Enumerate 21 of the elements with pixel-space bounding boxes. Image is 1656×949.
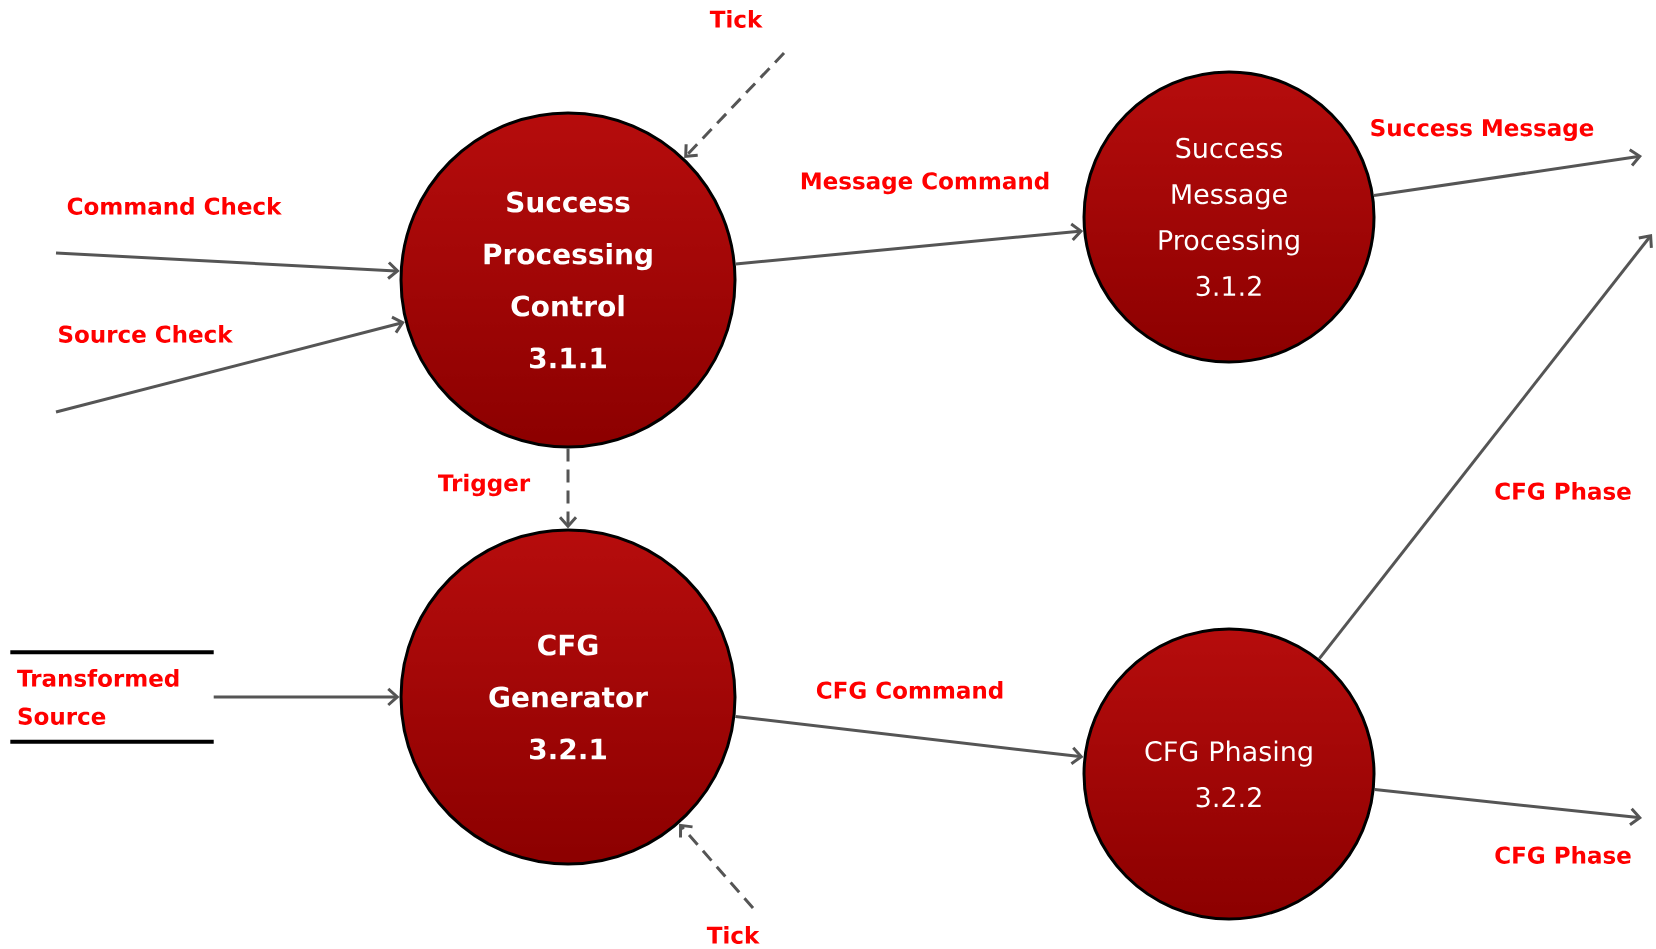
edge-label: Message Command [801,171,1049,195]
arrow [684,51,786,158]
arrow [1373,148,1642,198]
edge-label: Trigger [438,473,531,497]
arrow [55,315,405,414]
arrow [1374,788,1642,826]
arrow [213,687,400,707]
edge-label: CFG Command [816,681,1003,699]
arrow [55,251,400,280]
arrow [679,823,755,909]
edge-label: Tick [709,10,763,28]
arrow [558,448,578,529]
arrow [735,222,1084,266]
edge-label: CFG Phase [1495,846,1631,864]
edge-label: Source Check [59,325,233,343]
arrow [1318,234,1653,660]
edge-label: Tick [706,926,760,944]
data-store: Transformed Source [10,650,214,744]
edge-label: Command Check [67,197,282,215]
edge-label: CFG Phase [1495,482,1631,500]
arrow [735,715,1084,765]
